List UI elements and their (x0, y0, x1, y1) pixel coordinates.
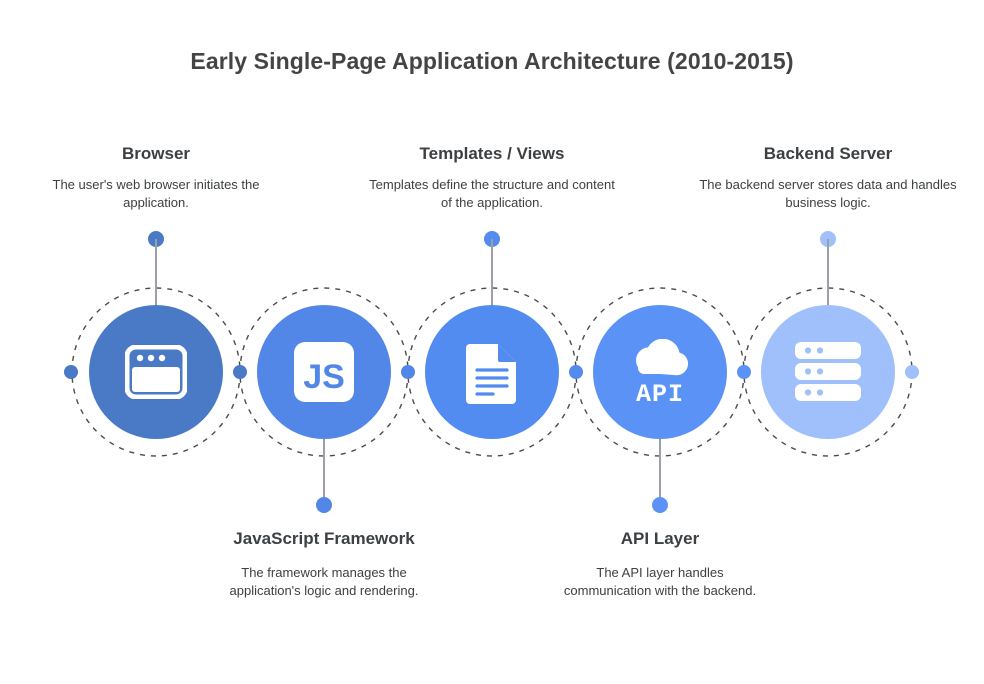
node-backend-server-description: The backend server stores data and handl… (699, 177, 957, 210)
link-dot-api-backend (737, 365, 751, 379)
node-templates-views-description: Templates define the structure and conte… (369, 177, 615, 210)
node-templates-views-circle[interactable] (425, 305, 559, 439)
link-dot-start (64, 365, 78, 379)
node-javascript-framework-description: The framework manages the application's … (229, 565, 419, 598)
node-backend-server-label: Backend Server (763, 144, 893, 163)
node-javascript-framework-label: JavaScript Framework (233, 529, 415, 548)
link-dot-templates-api (569, 365, 583, 379)
node-api-layer-stem-dot (652, 497, 668, 513)
node-browser-description: The user's web browser initiates the app… (52, 177, 260, 210)
node-browser-stem (155, 239, 157, 305)
node-api-layer-label: API Layer (620, 529, 700, 548)
node-templates-views-label: Templates / Views (419, 144, 565, 163)
node-api-layer-circle[interactable]: API (593, 305, 727, 439)
link-dot-browser-js (233, 365, 247, 379)
cloud-api-text: API (636, 380, 684, 405)
node-javascript-framework-stem (323, 439, 325, 505)
link-dot-js-templates (401, 365, 415, 379)
cloud-api-icon: API (636, 339, 688, 405)
node-backend-server-circle[interactable] (761, 305, 895, 439)
node-javascript-framework-circle[interactable]: JS (257, 305, 391, 439)
document-icon (466, 344, 516, 404)
js-badge-icon: JS (294, 342, 354, 402)
browser-window-icon (125, 345, 187, 399)
node-api-layer-stem (659, 439, 661, 505)
link-dot-end (905, 365, 919, 379)
node-templates-views-stem (491, 239, 493, 305)
node-browser-label: Browser (121, 144, 191, 163)
server-rack-icon (795, 342, 861, 401)
page-title: Early Single-Page Application Architectu… (190, 48, 794, 74)
node-browser-circle[interactable] (89, 305, 223, 439)
js-badge-text: JS (303, 358, 345, 396)
node-javascript-framework-stem-dot (316, 497, 332, 513)
node-backend-server-stem (827, 239, 829, 305)
node-api-layer-description: The API layer handles communication with… (563, 565, 757, 598)
